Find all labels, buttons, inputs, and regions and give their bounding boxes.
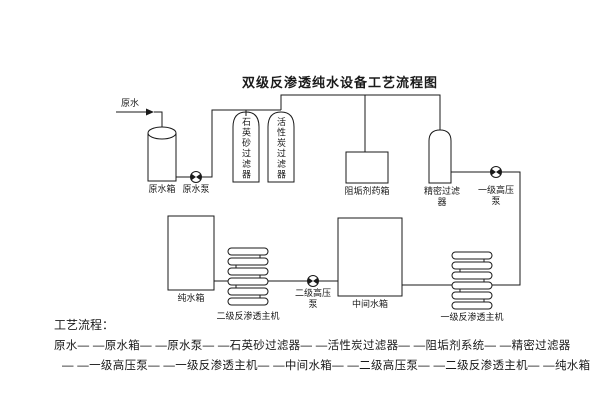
process-flow-line1: 原水— —原水箱— —原水泵— —石英砂过滤器— —活性炭过滤器— —阻垢剂系统…	[54, 340, 571, 352]
precision-filter-label: 精密过滤 器	[420, 186, 464, 207]
antiscalant-dosing-box-label: 阻垢剂药箱	[344, 186, 390, 196]
precision-filter-shape	[428, 129, 452, 184]
stage2-hp-pump-label: 二级高压 泵	[293, 288, 333, 309]
diagram-title: 双级反渗透纯水设备工艺流程图	[241, 75, 438, 90]
stage1-hp-pump-label: 一级高压 泵	[474, 185, 518, 206]
raw-water-label: 原水	[121, 98, 140, 108]
precision-filter-label-line1: 精密过滤	[423, 186, 460, 196]
stage2-ro-unit-label: 二级反渗透主机	[216, 311, 280, 321]
pure-water-tank-label: 纯水箱	[177, 293, 205, 303]
antiscalant-dosing-box-shape	[345, 151, 389, 184]
activated-carbon-filter-shape	[267, 111, 295, 183]
quartz-sand-filter-label: 石英砂过滤器	[241, 117, 251, 180]
pipe-lines	[116, 94, 521, 286]
stage1-hp-pump-label-line1: 一级高压	[477, 185, 514, 195]
raw-water-tank-label: 原水箱	[148, 184, 176, 194]
activated-carbon-filter-label: 活性炭过滤器	[276, 117, 286, 180]
intermediate-tank-label: 中间水箱	[351, 299, 388, 309]
quartz-sand-filter-shape	[232, 111, 260, 183]
stage2-hp-pump-label-line1: 二级高压	[294, 288, 331, 298]
stage1-hp-pump-label-line2: 泵	[491, 195, 501, 206]
raw-water-pump-symbol	[190, 171, 202, 183]
raw-water-pump-label: 原水泵	[182, 184, 210, 194]
process-flow-heading: 工艺流程：	[54, 318, 115, 332]
precision-filter-label-line2: 器	[437, 196, 447, 207]
stage1-ro-unit-label: 一级反渗透主机	[440, 312, 504, 322]
process-flow-line2: — —一级高压泵— —一级反渗透主机— —中间水箱— —二级高压泵— —二级反渗…	[62, 360, 591, 372]
stage2-ro-unit-shape	[227, 247, 269, 306]
pure-water-tank-shape	[167, 215, 215, 291]
raw-water-tank-shape	[147, 126, 177, 182]
intermediate-tank-shape	[337, 217, 403, 297]
stage2-hp-pump-label-line2: 泵	[308, 298, 318, 309]
stage1-hp-pump-symbol	[490, 166, 502, 178]
stage2-hp-pump-symbol	[307, 275, 319, 287]
flow-arrowhead	[146, 108, 154, 116]
stage1-ro-unit-shape	[451, 251, 493, 310]
